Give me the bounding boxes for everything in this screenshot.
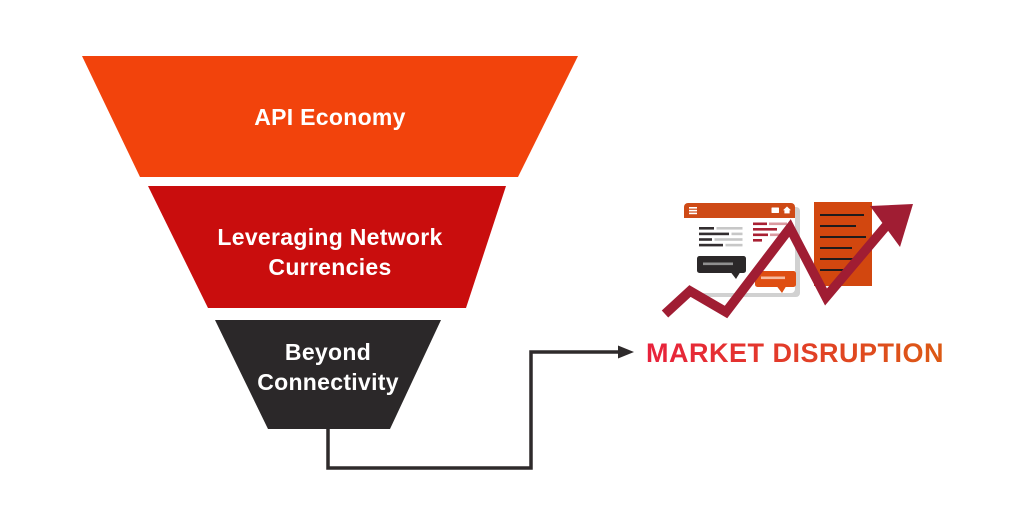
funnel-label-line: API Economy [254,104,406,130]
growth-zigzag-arrow [661,219,890,319]
document-sheet [814,202,872,286]
dark-speech-bubble-button [697,256,746,279]
funnel-label-beyond-connectivity: Beyond Connectivity [257,337,399,397]
growth-arrow-head [870,204,913,247]
funnel-label-line: Leveraging Network [217,224,443,250]
market-disruption-illustration [661,202,913,319]
market-disruption-title: MARKET DISRUPTION [646,338,944,368]
funnel-label-line: Currencies [268,254,392,280]
card-text-lines-left [699,227,743,247]
home-icon [783,206,791,214]
browser-header-bottom [684,211,795,218]
connector-arrowhead [618,345,634,359]
card-text-lines-right [753,222,787,242]
funnel-label-network-currencies: Leveraging Network Currencies [217,222,442,282]
funnel-layer-beyond-connectivity [215,320,441,429]
funnel-layer-api-economy [82,56,578,177]
image-icon [771,207,779,213]
funnel-label-line: Beyond [284,339,372,365]
funnel-label-line: Connectivity [257,369,399,395]
connector-elbow-arrow [326,350,620,470]
orange-speech-bubble-button [755,271,796,293]
funnel-label-api-economy: API Economy [254,102,406,132]
hamburger-menu-icon [689,207,697,215]
funnel-layer-network-currencies [148,186,506,308]
